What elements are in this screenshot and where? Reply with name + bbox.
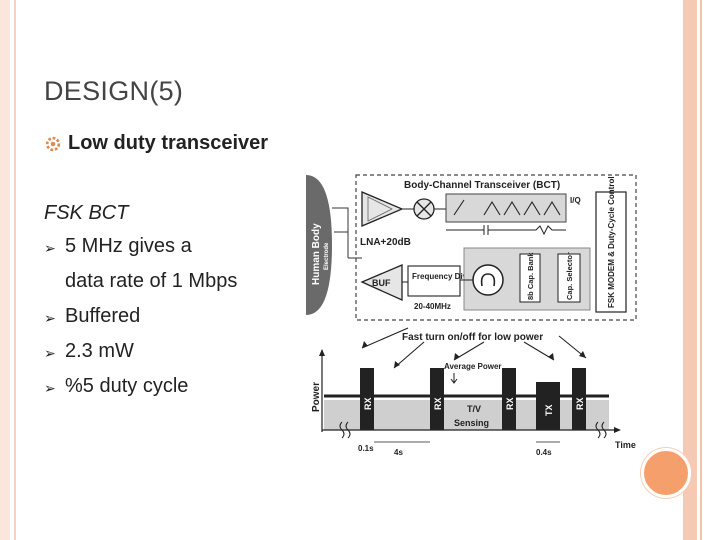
time-label-0-4s: 0.4s (536, 448, 552, 457)
time-axis-label: Time (615, 440, 636, 450)
filter-block (445, 193, 567, 223)
arrow-bullet-icon: ➢ (44, 380, 56, 396)
electrode-label: Electrode (324, 242, 330, 270)
arrow-bullet-icon: ➢ (44, 240, 56, 256)
electrode-shape (306, 175, 332, 315)
fsk-modem-label: FSK MODEM & Duty-Cycle Control (607, 176, 616, 308)
slide-title: DESIGN(5) (44, 76, 184, 106)
list-item-text: %5 duty cycle (65, 375, 189, 397)
list-item-text: 5 MHz gives a (65, 235, 192, 257)
rx-pulse (360, 368, 374, 430)
iq-label: I/Q (570, 196, 581, 205)
fsk-modem-box (595, 191, 627, 313)
arrow-bullet-icon: ➢ (44, 310, 56, 326)
oscillator-wave (480, 273, 496, 287)
arrow-bullet-icon: ➢ (44, 345, 56, 361)
freq-divider-label: Frequency Divider (412, 272, 482, 281)
avg-power-label: Average Power (444, 362, 502, 371)
cap-selector-label: Cap. Selector (565, 252, 574, 300)
cap-bank-box (519, 253, 541, 303)
cap-selector-box (557, 253, 581, 303)
freq-divider-box (407, 265, 461, 297)
rx-pulse (502, 368, 516, 430)
gear-bullet-icon (45, 136, 61, 151)
bct-box (355, 174, 637, 321)
frame-left-strip (0, 0, 10, 540)
bct-diagram: Human Body Electrode Body-Channel Transc… (306, 174, 637, 457)
rc-network (446, 225, 566, 236)
main-bullet: Low duty transceiver (44, 132, 268, 155)
tx-pulse (536, 382, 560, 430)
cap-bank-label: 8b Cap. Bank (526, 252, 535, 300)
bct-title: Body-Channel Transceiver (BCT) (404, 180, 560, 191)
frame-left-line (14, 0, 16, 540)
main-bullet-text: Low duty transceiver (68, 132, 269, 154)
time-axis-arrow (614, 427, 621, 433)
tiv-label: T/V (467, 404, 481, 414)
mixer-cross (416, 201, 432, 217)
lna-amp (361, 191, 404, 227)
frame-right-line (700, 0, 702, 540)
list-item-text: data rate of 1 Mbps (65, 270, 238, 292)
filter-stages (453, 199, 561, 216)
fast-turn-label: Fast turn on/off for low power (402, 332, 543, 343)
lna-label: LNA+20dB (360, 237, 411, 248)
rx-label: RX (575, 397, 585, 410)
time-label-0-1s: 0.1s (358, 444, 374, 453)
list-item: ➢ 2.3 mW (44, 340, 134, 366)
sensing-label: Sensing (454, 418, 489, 428)
axis-break-marks (339, 421, 607, 439)
time-label-4s: 4s (394, 448, 403, 457)
lna-inner (367, 196, 393, 222)
list-item: ➢ Buffered (44, 305, 140, 331)
input-wiring (332, 207, 362, 259)
turn-arrows (361, 327, 587, 369)
rx-label: RX (363, 397, 373, 410)
list-item-text: 2.3 mW (65, 340, 134, 362)
sub-heading: FSK BCT (44, 202, 129, 224)
tx-label: TX (544, 404, 554, 416)
oscillator-icon (472, 264, 504, 296)
list-item: ➢ 5 MHz gives a (44, 235, 192, 261)
rx-pulse (430, 368, 444, 430)
rx-pulse (572, 368, 586, 430)
frame-right-strip (683, 0, 697, 540)
power-axis-label: Power (311, 382, 322, 412)
rx-label: RX (505, 397, 515, 410)
decorative-circle (641, 448, 691, 498)
list-item: ➢ %5 duty cycle (44, 375, 188, 401)
power-axis-arrow (319, 349, 325, 356)
rx-label: RX (433, 397, 443, 410)
avg-power-arrow (450, 373, 458, 384)
list-item-continuation: data rate of 1 Mbps (65, 270, 237, 293)
human-body-label: Human Body (311, 223, 322, 285)
list-item-text: Buffered (65, 305, 141, 327)
buf-label: BUF (372, 278, 391, 288)
freq-range-label: 20-40MHz (414, 302, 451, 311)
